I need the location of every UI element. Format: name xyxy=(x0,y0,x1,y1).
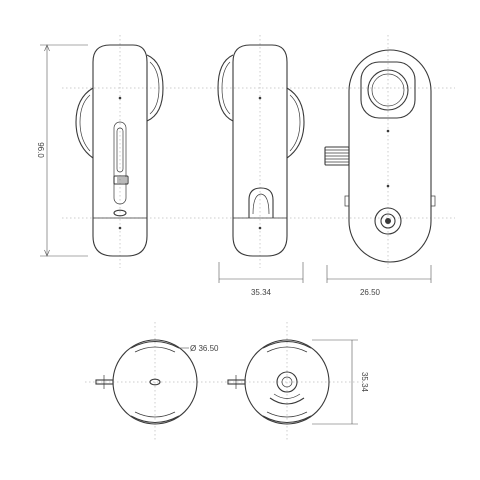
bottom-view-right xyxy=(227,339,330,425)
side-view-left xyxy=(75,44,164,257)
front-view xyxy=(324,49,436,263)
dimension-lens-diameter: Ø 36.50 xyxy=(179,344,219,353)
bottom-view-left xyxy=(95,339,198,425)
dimension-depth: 35.34 xyxy=(218,262,304,297)
dimension-height: 96.0 xyxy=(36,44,88,257)
dimension-bottom-depth: 35.34 xyxy=(312,339,369,425)
side-view-middle xyxy=(217,44,305,257)
dimension-depth-label: 35.34 xyxy=(251,288,272,297)
center-lines xyxy=(62,35,455,440)
dimension-width-label: 26.50 xyxy=(360,288,381,297)
dimension-lens-diameter-label: Ø 36.50 xyxy=(190,344,219,353)
dimension-height-label: 96.0 xyxy=(36,142,45,158)
dimension-width: 26.50 xyxy=(326,265,432,297)
dimension-bottom-depth-label: 35.34 xyxy=(360,372,369,393)
